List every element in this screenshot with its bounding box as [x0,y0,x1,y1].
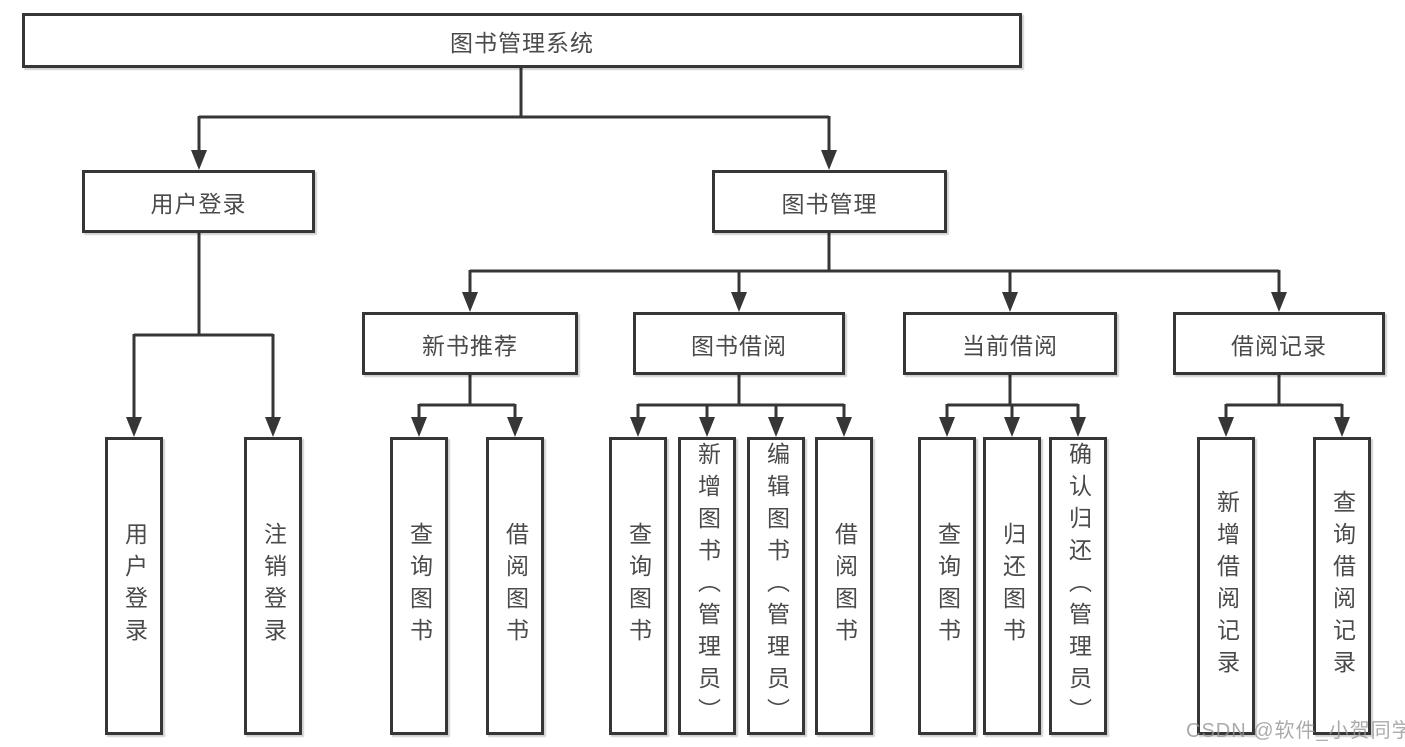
leaf-user-login: 用户登录 [105,437,163,735]
node-label: 借阅记录 [1231,332,1327,359]
leaf-query-borrow-record: 查询借阅记录 [1313,437,1371,735]
leaf-edit-books-admin: 编辑图书（管理员） [747,437,805,735]
node-current-borrowing: 当前借阅 [903,312,1117,375]
leaf-label: 查询图书 [934,522,961,650]
leaf-label: 确认归还（管理员） [1065,442,1092,730]
node-label: 用户登录 [150,190,247,217]
leaf-label: 查询借阅记录 [1329,490,1356,682]
leaf-query-books-borrowing: 查询图书 [609,437,667,735]
node-library-management-system: 图书管理系统 [22,13,1022,68]
leaf-label: 用户登录 [121,522,148,650]
leaf-add-borrow-record: 新增借阅记录 [1197,437,1255,735]
node-user-login: 用户登录 [82,170,315,233]
leaf-confirm-return-admin: 确认归还（管理员） [1049,437,1107,735]
leaf-label: 查询图书 [625,522,652,650]
leaf-logout: 注销登录 [244,437,302,735]
node-label: 当前借阅 [962,332,1058,359]
leaf-label: 新增图书（管理员） [694,442,721,730]
leaf-label: 借阅图书 [502,522,529,650]
node-label: 新书推荐 [422,332,518,359]
leaf-query-books-current: 查询图书 [918,437,976,735]
leaf-label: 编辑图书（管理员） [763,442,790,730]
node-label: 图书借阅 [691,332,787,359]
leaf-return-books: 归还图书 [983,437,1041,735]
leaf-label: 借阅图书 [831,522,858,650]
leaf-borrow-books-recommend: 借阅图书 [486,437,544,735]
node-new-book-recommendation: 新书推荐 [362,312,578,375]
leaf-label: 查询图书 [406,522,433,650]
node-borrowing-records: 借阅记录 [1173,312,1385,375]
node-label: 图书管理系统 [450,29,594,56]
leaf-label: 归还图书 [999,522,1026,650]
node-book-management: 图书管理 [712,170,947,233]
leaf-query-books-recommend: 查询图书 [390,437,448,735]
leaf-label: 注销登录 [260,522,287,650]
leaf-label: 新增借阅记录 [1213,490,1240,682]
leaf-borrow-books-borrowing: 借阅图书 [815,437,873,735]
node-label: 图书管理 [781,190,878,217]
node-book-borrowing: 图书借阅 [633,312,845,375]
leaf-add-books-admin: 新增图书（管理员） [678,437,736,735]
